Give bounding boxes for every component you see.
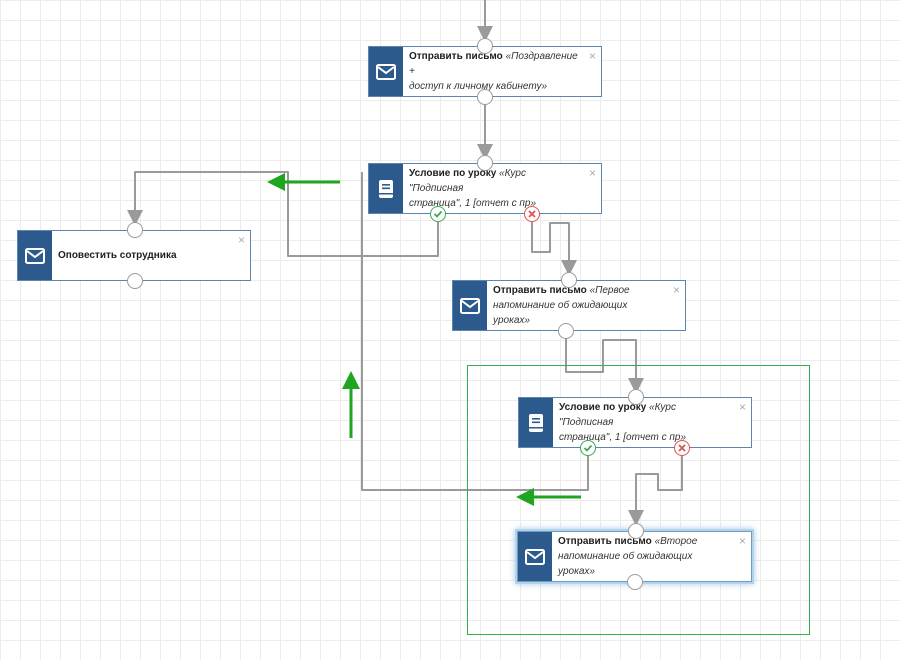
close-icon[interactable]: × xyxy=(738,534,746,548)
input-port[interactable] xyxy=(628,389,644,405)
close-icon[interactable]: × xyxy=(237,233,245,247)
cross-icon xyxy=(678,444,686,452)
node-condition-2[interactable]: Условие по уроку «Курс "Подписная страниц… xyxy=(518,397,752,448)
cross-icon xyxy=(528,210,536,218)
node-title: Условие по уроку xyxy=(409,168,497,179)
output-port[interactable] xyxy=(558,323,574,339)
node-body: Оповестить сотрудника xyxy=(52,231,250,280)
envelope-icon xyxy=(453,281,487,330)
envelope-icon xyxy=(518,532,552,581)
node-body: Условие по уроку «Курс "Подписная страниц… xyxy=(553,398,751,447)
output-port[interactable] xyxy=(477,89,493,105)
input-port[interactable] xyxy=(561,272,577,288)
node-description-line1: «Курс "Подписная xyxy=(409,168,526,194)
close-icon[interactable]: × xyxy=(738,400,746,414)
close-icon[interactable]: × xyxy=(672,283,680,297)
node-description-line1: «Первое xyxy=(589,285,630,296)
node-send-email-1[interactable]: Отправить письмо «Поздравление + доступ к… xyxy=(368,46,602,97)
node-body: Отправить письмо «Первое напоминание об о… xyxy=(487,281,685,330)
node-description-line1: «Курс "Подписная xyxy=(559,402,676,428)
yes-port[interactable] xyxy=(580,440,596,456)
book-icon xyxy=(519,398,553,447)
yes-port[interactable] xyxy=(430,206,446,222)
node-description-line2: напоминание об ожидающих уроках» xyxy=(493,300,628,326)
no-port[interactable] xyxy=(674,440,690,456)
envelope-icon xyxy=(369,47,403,96)
no-port[interactable] xyxy=(524,206,540,222)
node-description-line2: страница", 1 [отчет с пр» xyxy=(409,198,537,209)
check-icon xyxy=(433,210,443,218)
node-condition-1[interactable]: Условие по уроку «Курс "Подписная страниц… xyxy=(368,163,602,214)
connector-condition1-no xyxy=(531,222,577,276)
node-send-email-2[interactable]: Отправить письмо «Первое напоминание об о… xyxy=(452,280,686,331)
node-description-line2: напоминание об ожидающих уроках» xyxy=(558,551,693,577)
input-port[interactable] xyxy=(127,222,143,238)
book-icon xyxy=(369,164,403,213)
node-notify-employee[interactable]: Оповестить сотрудника × xyxy=(17,230,251,281)
node-title: Отправить письмо xyxy=(409,51,503,62)
node-description-line1: «Второе xyxy=(654,536,698,547)
envelope-icon xyxy=(18,231,52,280)
close-icon[interactable]: × xyxy=(588,49,596,63)
node-title: Отправить письмо xyxy=(493,285,587,296)
node-body: Отправить письмо «Поздравление + доступ к… xyxy=(403,47,601,96)
node-title: Условие по уроку xyxy=(559,402,647,413)
node-description-line1: «Поздравление + xyxy=(409,51,578,77)
input-port[interactable] xyxy=(628,523,644,539)
output-port[interactable] xyxy=(127,273,143,289)
input-port[interactable] xyxy=(477,38,493,54)
node-title: Оповестить сотрудника xyxy=(58,250,177,261)
close-icon[interactable]: × xyxy=(588,166,596,180)
check-icon xyxy=(583,444,593,452)
node-body: Условие по уроку «Курс "Подписная страниц… xyxy=(403,164,601,213)
node-title: Отправить письмо xyxy=(558,536,652,547)
node-description-line2: страница", 1 [отчет с пр» xyxy=(559,432,687,443)
output-port[interactable] xyxy=(627,574,643,590)
selection-box xyxy=(467,365,810,635)
input-port[interactable] xyxy=(477,155,493,171)
node-send-email-3[interactable]: Отправить письмо «Второе напоминание об о… xyxy=(517,531,752,582)
node-body: Отправить письмо «Второе напоминание об о… xyxy=(552,532,751,581)
node-description-line2: доступ к личному кабинету» xyxy=(409,81,548,92)
